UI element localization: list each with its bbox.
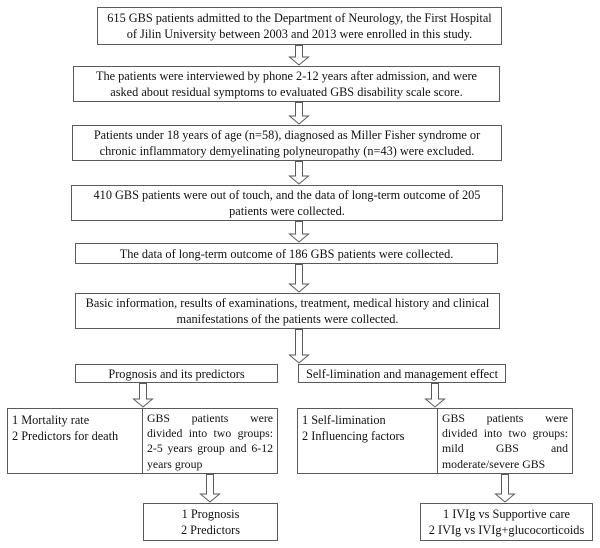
branch-left-grouping: GBS patients were divided into two group… <box>142 408 278 474</box>
down-arrow-icon <box>494 474 516 503</box>
result-box-text: 1 Prognosis 2 Predictors <box>180 507 241 537</box>
down-arrow-icon <box>288 264 310 293</box>
branch-box-text: GBS patients were divided into two group… <box>147 411 273 471</box>
down-arrow-icon <box>288 161 310 185</box>
flow-step-text: Basic information, results of examinatio… <box>85 296 490 326</box>
flow-step-enrollment: 615 GBS patients admitted to the Departm… <box>97 7 502 45</box>
flow-step-interview: The patients were interviewed by phone 2… <box>73 66 500 102</box>
down-arrow-icon <box>424 383 446 408</box>
down-arrow-icon <box>199 474 221 503</box>
branch-header-text: Prognosis and its predictors <box>108 366 245 381</box>
branch-header-prognosis: Prognosis and its predictors <box>75 364 278 383</box>
branch-box-text: 1 Self-limination 2 Influencing factors <box>302 413 405 443</box>
down-arrow-icon <box>288 329 310 364</box>
branch-box-text: GBS patients were divided into two group… <box>442 411 568 471</box>
flow-step-exclusion: Patients under 18 years of age (n=58), d… <box>72 125 502 161</box>
flow-step-text: Patients under 18 years of age (n=58), d… <box>93 128 481 158</box>
result-box-treatment: 1 IVIg vs Supportive care 2 IVIg vs IVIg… <box>420 503 593 541</box>
result-box-text: 1 IVIg vs Supportive care 2 IVIg vs IVIg… <box>428 507 585 537</box>
branch-header-self-limination: Self-limination and management effect <box>298 364 506 383</box>
branch-left-outcomes: 1 Mortality rate 2 Predictors for death <box>7 408 143 474</box>
flow-step-text: The data of long-term outcome of 186 GBS… <box>119 246 454 261</box>
branch-header-text: Self-limination and management effect <box>306 366 499 381</box>
branch-right-outcomes: 1 Self-limination 2 Influencing factors <box>297 408 438 474</box>
down-arrow-icon <box>288 221 310 243</box>
down-arrow-icon <box>132 383 154 408</box>
flow-step-out-of-touch: 410 GBS patients were out of touch, and … <box>71 185 503 221</box>
branch-box-text: 1 Mortality rate 2 Predictors for death <box>12 413 119 443</box>
flow-step-text: The patients were interviewed by phone 2… <box>95 69 478 99</box>
flow-step-text: 615 GBS patients admitted to the Departm… <box>107 11 492 41</box>
down-arrow-icon <box>288 102 310 125</box>
flow-step-final-cohort: The data of long-term outcome of 186 GBS… <box>75 243 498 264</box>
result-box-prognosis: 1 Prognosis 2 Predictors <box>143 503 278 541</box>
flow-step-data-collection: Basic information, results of examinatio… <box>75 293 500 329</box>
down-arrow-icon <box>288 45 310 66</box>
flow-step-text: 410 GBS patients were out of touch, and … <box>93 188 481 218</box>
branch-right-grouping: GBS patients were divided into two group… <box>437 408 573 474</box>
